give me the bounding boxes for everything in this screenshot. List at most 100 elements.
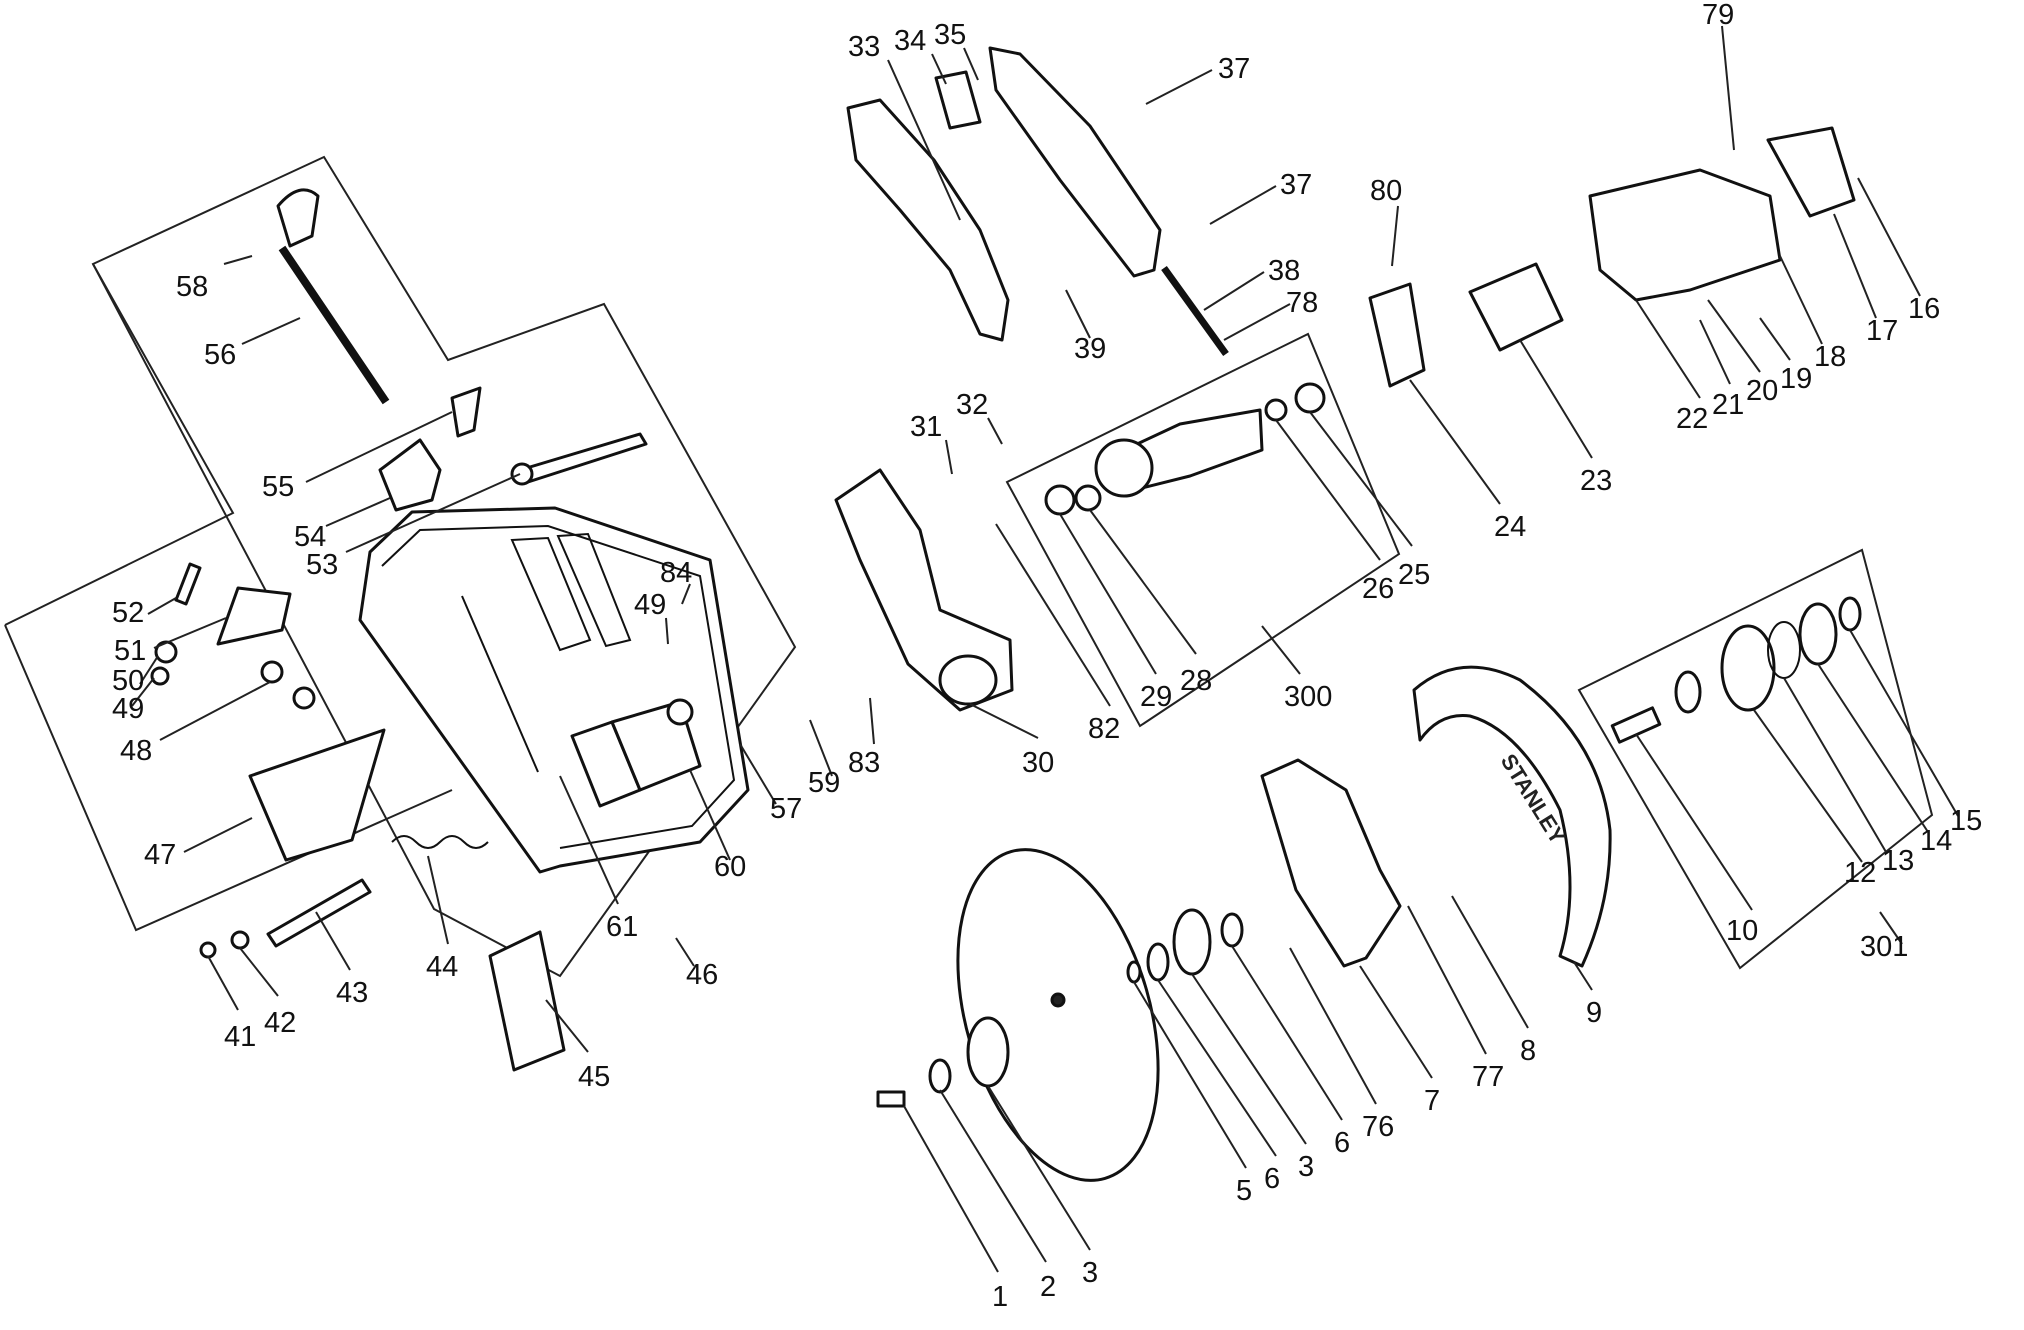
leader-10 — [1635, 733, 1753, 911]
upper-guard-9 — [1412, 665, 1612, 968]
callout-12: 12 — [1844, 857, 1876, 889]
leader-16 — [1857, 177, 1921, 297]
callout-34: 34 — [894, 25, 926, 57]
leader-18 — [1779, 255, 1823, 345]
leader-24 — [1409, 379, 1501, 505]
leader-6b — [1231, 945, 1343, 1121]
leader-2 — [939, 1089, 1047, 1263]
leader-3b — [1191, 973, 1307, 1145]
callout-58: 58 — [176, 271, 208, 303]
parts: STANLEY — [150, 46, 1862, 1182]
callout-56: 56 — [204, 339, 236, 371]
bearing-10b — [1674, 670, 1702, 714]
callout-80: 80 — [1370, 175, 1402, 207]
leader-42 — [239, 947, 279, 997]
flange-3b — [1172, 908, 1212, 976]
leader-58 — [223, 255, 253, 265]
callout-52: 52 — [112, 597, 144, 629]
leader-77 — [1407, 905, 1487, 1055]
callout-15: 15 — [1950, 805, 1982, 837]
leader-60 — [689, 769, 731, 861]
leader-53 — [345, 473, 521, 553]
callout-82: 82 — [1088, 713, 1120, 745]
callout-39: 39 — [1074, 333, 1106, 365]
leader-83 — [869, 697, 875, 745]
callout-7: 7 — [1424, 1085, 1440, 1117]
callout-19: 19 — [1780, 363, 1812, 395]
leader-78 — [1223, 303, 1291, 341]
leader-47 — [183, 817, 253, 853]
leader-33 — [887, 59, 961, 221]
rod-38 — [1161, 265, 1229, 357]
callout-53: 53 — [306, 549, 338, 581]
callout-3b: 3 — [1298, 1151, 1314, 1183]
leader-48 — [159, 681, 271, 741]
callout-300: 300 — [1284, 681, 1332, 713]
fence-plate-47 — [248, 728, 386, 862]
motor-arm-30 — [834, 468, 1014, 712]
callout-301: 301 — [1860, 931, 1908, 963]
callout-2: 2 — [1040, 1271, 1056, 1303]
callout-5: 5 — [1236, 1175, 1252, 1207]
callout-38: 38 — [1268, 255, 1300, 287]
lever-53-knob — [510, 462, 534, 486]
cover-45 — [488, 930, 566, 1072]
callout-83: 83 — [848, 747, 880, 779]
callout-6b: 6 — [1334, 1127, 1350, 1159]
callout-46: 46 — [686, 959, 718, 991]
callout-48: 48 — [120, 735, 152, 767]
leader-17 — [1833, 213, 1877, 319]
rod-56 — [278, 245, 390, 405]
assembly-box-46-lower — [4, 624, 453, 932]
assembly-box-300 — [1005, 332, 1401, 728]
callout-45: 45 — [578, 1061, 610, 1093]
washer-5 — [1126, 960, 1142, 984]
stator-23 — [1468, 262, 1564, 352]
callout-23: 23 — [1580, 465, 1612, 497]
flange-3 — [966, 1016, 1010, 1088]
callout-29: 29 — [1140, 681, 1172, 713]
assembly-box-301 — [1577, 548, 1934, 970]
callout-9: 9 — [1586, 997, 1602, 1029]
callout-37a: 37 — [1218, 53, 1250, 85]
leader-49b — [665, 617, 669, 645]
bolt-1 — [876, 1090, 906, 1108]
leader-6a — [1157, 979, 1277, 1157]
callout-16: 16 — [1908, 293, 1940, 325]
callout-1: 1 — [992, 1281, 1008, 1313]
leader-20 — [1707, 299, 1761, 373]
callout-54: 54 — [294, 521, 326, 553]
leader-80 — [1391, 205, 1399, 267]
handle-33 — [846, 98, 1010, 342]
leader-14 — [1817, 663, 1929, 833]
assembly-box-46-inner — [4, 263, 235, 626]
callout-10: 10 — [1726, 915, 1758, 947]
callout-37b: 37 — [1280, 169, 1312, 201]
callout-33: 33 — [848, 31, 880, 63]
leader-13 — [1783, 677, 1887, 853]
leader-300 — [1261, 625, 1301, 675]
leader-41 — [207, 955, 239, 1011]
washer-2 — [928, 1058, 952, 1094]
leader-35 — [963, 47, 979, 81]
callout-30: 30 — [1022, 747, 1054, 779]
callout-61: 61 — [606, 911, 638, 943]
nut-49 — [150, 666, 170, 686]
leader-7 — [1359, 965, 1433, 1079]
leader-15 — [1849, 629, 1959, 817]
leader-21 — [1699, 319, 1731, 385]
vise-pivot — [666, 698, 694, 726]
callout-43: 43 — [336, 977, 368, 1009]
callout-35: 35 — [934, 19, 966, 51]
callout-60: 60 — [714, 851, 746, 883]
callout-32: 32 — [956, 389, 988, 421]
pin-52 — [174, 562, 202, 606]
callout-25: 25 — [1398, 559, 1430, 591]
leader-61 — [559, 775, 619, 905]
leader-55 — [305, 411, 453, 483]
base-plate-window-2 — [556, 532, 632, 648]
callout-26: 26 — [1362, 573, 1394, 605]
callout-6a: 6 — [1264, 1163, 1280, 1195]
leader-84 — [681, 583, 691, 605]
handle-36 — [988, 46, 1162, 278]
